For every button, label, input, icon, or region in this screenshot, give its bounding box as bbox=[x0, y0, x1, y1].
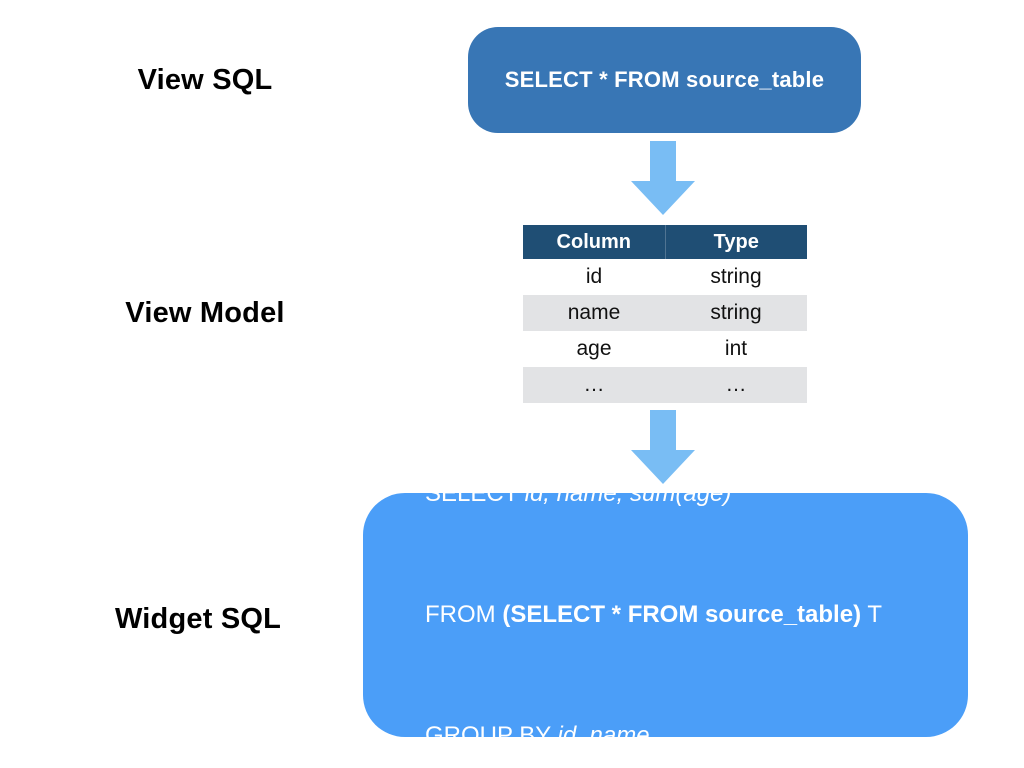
down-arrow-icon bbox=[631, 410, 695, 484]
table-cell: … bbox=[665, 367, 807, 403]
sql-subquery: (SELECT * FROM source_table) bbox=[502, 601, 862, 628]
widget-sql-line-from: FROM (SELECT * FROM source_table) T bbox=[385, 573, 968, 657]
sql-group-columns: id, name bbox=[557, 722, 650, 749]
type-header: Type bbox=[665, 225, 807, 259]
view-model-table: Column Type id string name string age in… bbox=[523, 225, 807, 403]
table-cell: name bbox=[523, 295, 665, 331]
label-view-sql: View SQL bbox=[137, 64, 273, 96]
widget-sql-line-select: SELECT id, name, sum(age) bbox=[385, 452, 968, 536]
table-row: … … bbox=[523, 367, 807, 403]
table-row: age int bbox=[523, 331, 807, 367]
label-widget-sql: Widget SQL bbox=[114, 603, 282, 635]
table-cell: id bbox=[585, 265, 603, 288]
table-row: id string bbox=[523, 259, 807, 295]
sql-columns: id, name, sum(age) bbox=[524, 480, 732, 507]
table-cell: … bbox=[523, 367, 665, 403]
sql-keyword: GROUP BY bbox=[425, 722, 558, 749]
table-header-row: Column Type bbox=[523, 225, 807, 259]
column-header: Column bbox=[523, 225, 666, 259]
label-view-model: View Model bbox=[125, 297, 285, 329]
widget-sql-box: SELECT id, name, sum(age) FROM (SELECT *… bbox=[363, 480, 968, 749]
table-row: name string bbox=[523, 295, 807, 331]
table-cell: age bbox=[576, 337, 612, 360]
table-cell: int bbox=[724, 337, 748, 360]
view-sql-box: SELECT * FROM source_table bbox=[468, 27, 861, 133]
table-cell: string bbox=[710, 265, 762, 288]
down-arrow-icon bbox=[631, 141, 695, 215]
sql-alias: T bbox=[861, 601, 882, 628]
sql-keyword: FROM bbox=[425, 601, 503, 628]
sql-keyword: SELECT bbox=[425, 480, 525, 507]
view-sql-text: SELECT * FROM source_table bbox=[504, 67, 825, 92]
table-cell: string bbox=[665, 295, 807, 331]
widget-sql-line-groupby: GROUP BY id, name bbox=[385, 694, 968, 768]
